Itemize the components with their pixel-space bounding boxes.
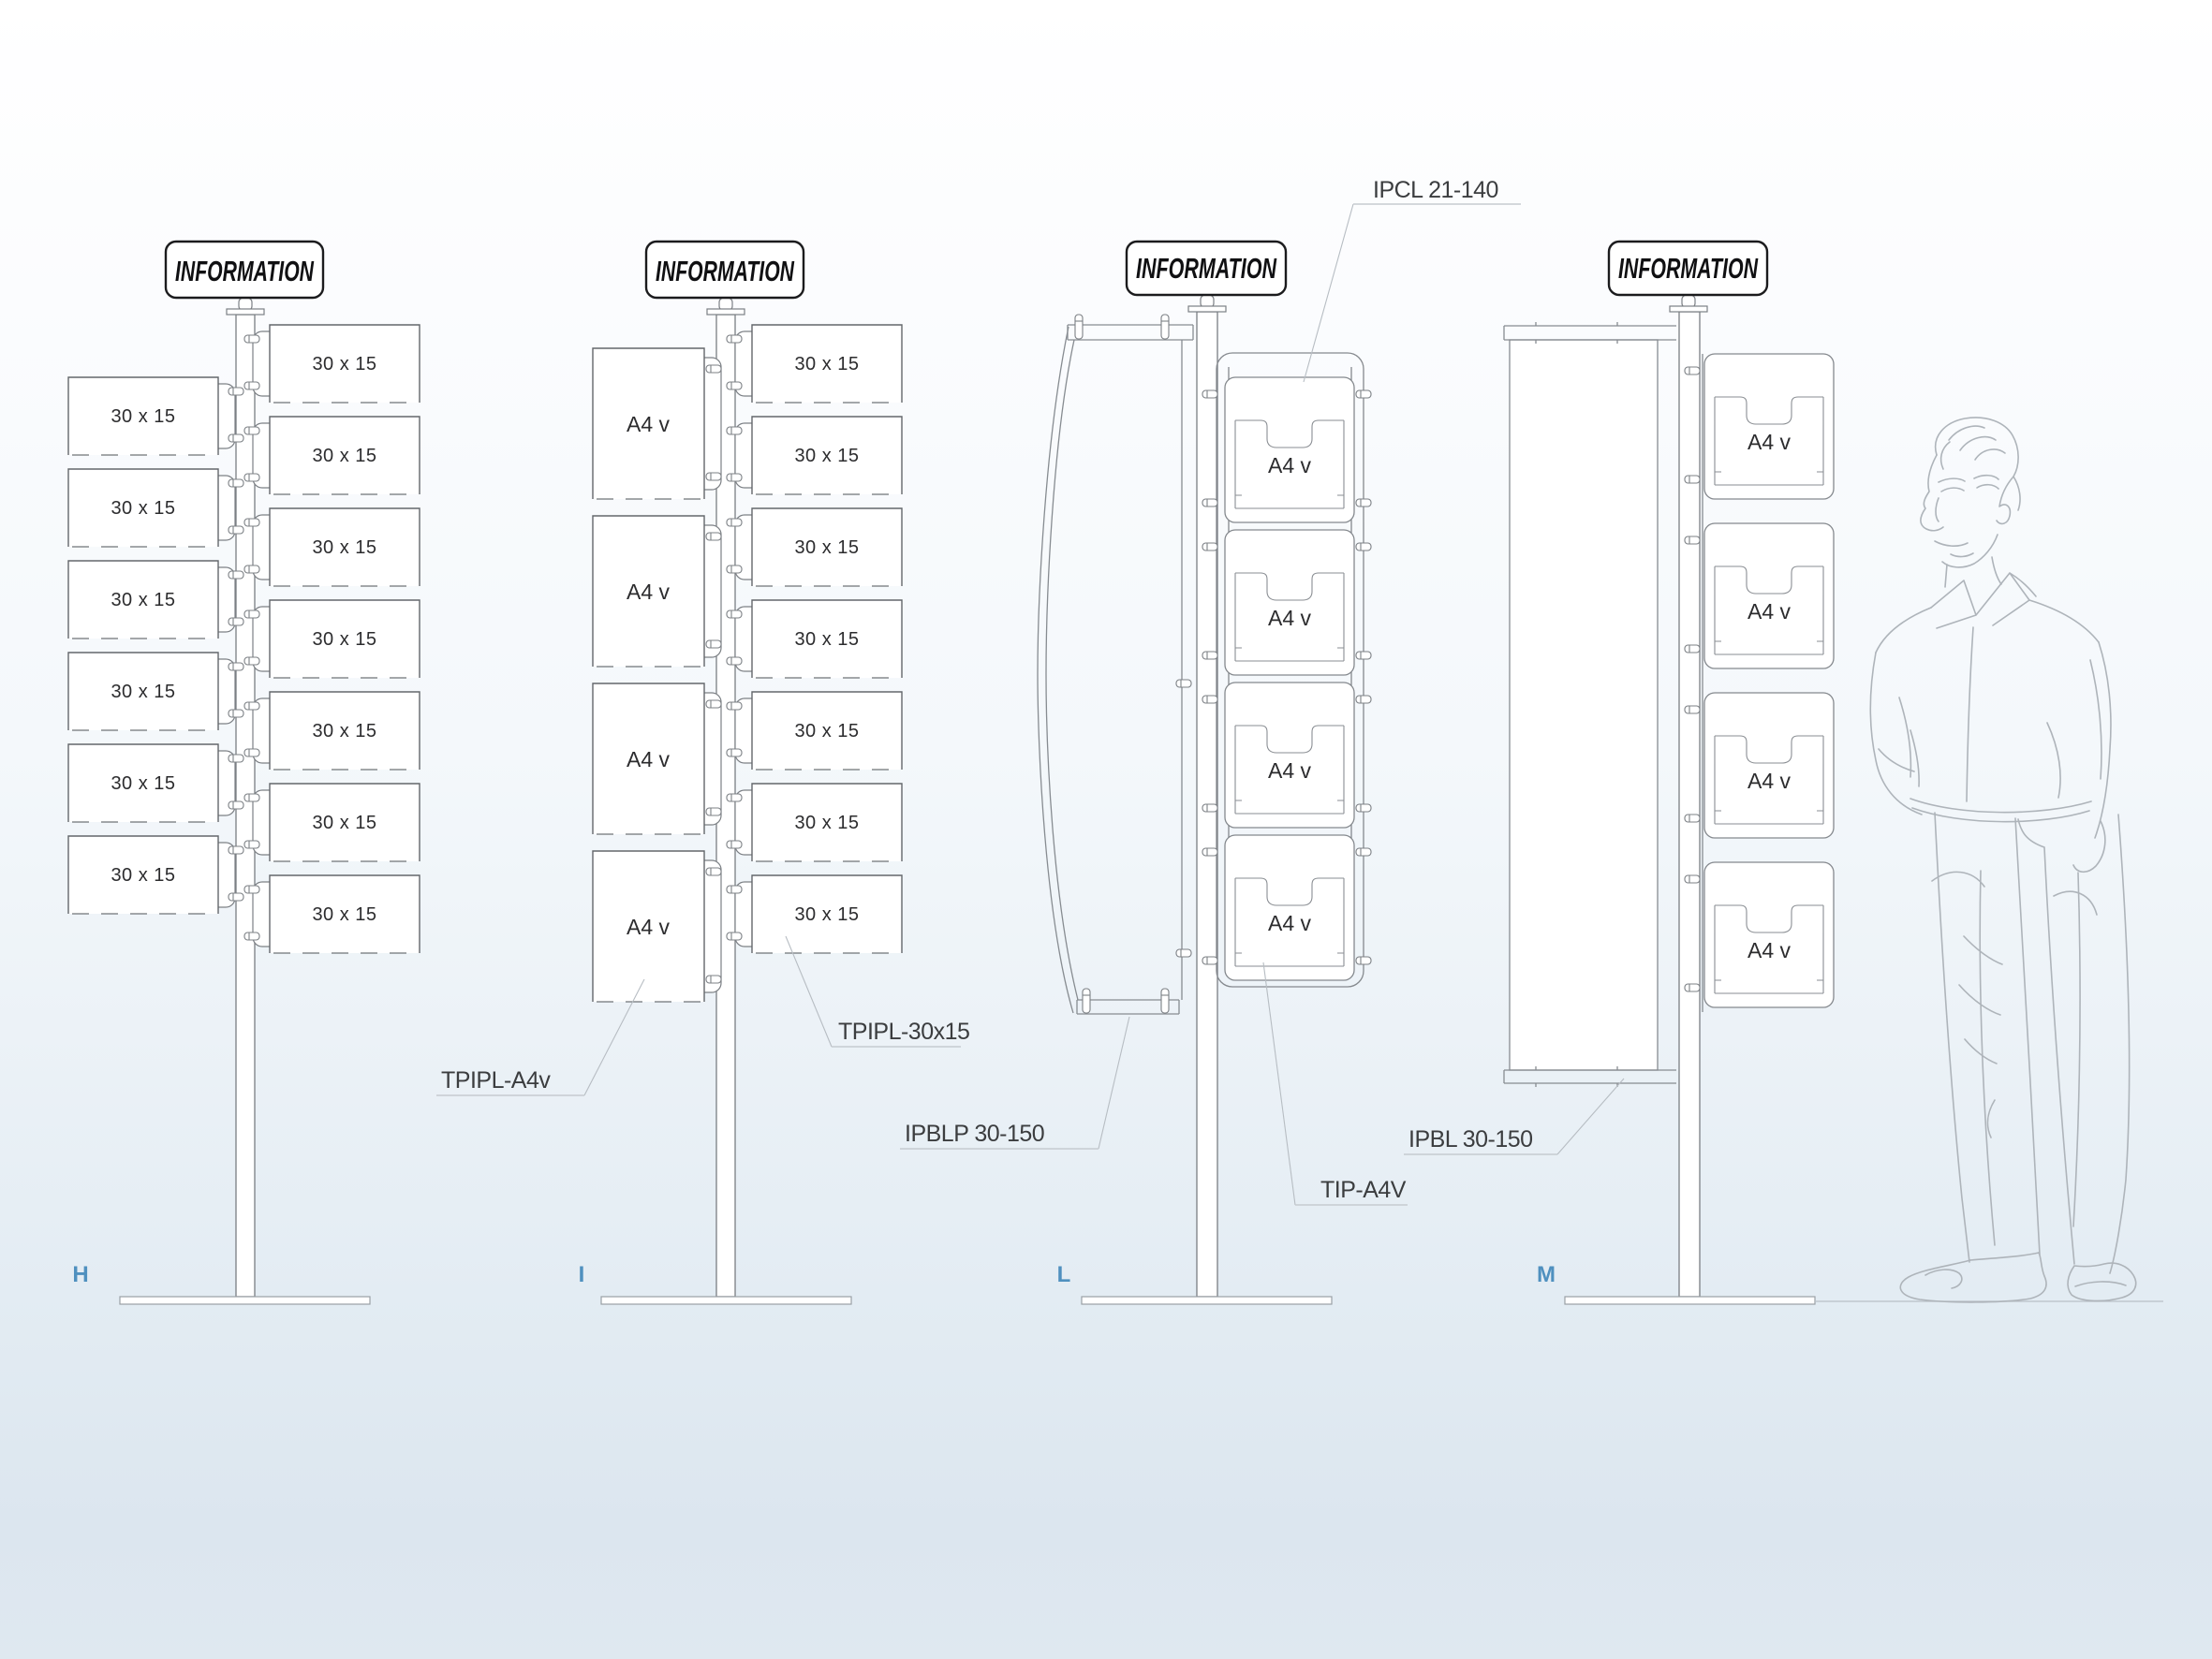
annotation-tpipl-a4v: TPIPL-A4v <box>436 978 645 1096</box>
plate-size-label: 30 x 15 <box>312 813 376 833</box>
plate-size-label: 30 x 15 <box>794 354 859 374</box>
annotation-ipblp-30-150: IPBLP 30-150 <box>900 1016 1130 1150</box>
plate-size-label: 30 x 15 <box>794 813 859 833</box>
a4-size-label: A4 v <box>1268 453 1312 477</box>
a4-pocket <box>1703 692 1835 839</box>
info-sign: INFORMATION <box>1607 240 1769 297</box>
info-sign: INFORMATION <box>1125 240 1288 297</box>
annotation-tip-a4v: TIP-A4V <box>1262 962 1408 1206</box>
plate-size-label: 30 x 15 <box>312 354 376 374</box>
a4-size-label: A4 v <box>627 580 671 604</box>
pole <box>1678 311 1701 1298</box>
annotation-tpipl-30x15: TPIPL-30x15 <box>785 935 970 1048</box>
a4-size-label: A4 v <box>1747 430 1792 454</box>
left-a4-column: A4 v A4 v A4 v A4 v <box>593 348 721 1002</box>
left-plate-column: 30 x 15 30 x 15 30 x 15 30 x 15 30 x 15 … <box>68 377 243 914</box>
plate-size-label: 30 x 15 <box>794 904 859 925</box>
a4-size-label: A4 v <box>1268 911 1312 935</box>
right-plate-column: 30 x 15 30 x 15 30 x 15 30 x 15 30 x 15 … <box>244 325 420 953</box>
a4-pocket <box>1703 353 1835 500</box>
info-sign-label: INFORMATION <box>1618 252 1758 285</box>
stand-h: INFORMATION 30 x 15 30 x 15 30 x 15 30 x… <box>68 240 420 1305</box>
a4-size-label: A4 v <box>1747 769 1792 793</box>
a4-size-label: A4 v <box>1747 599 1792 624</box>
base-plate <box>1081 1296 1333 1305</box>
sign-mount <box>226 297 265 316</box>
right-plate-column: 30 x 15 30 x 15 30 x 15 30 x 15 30 x 15 … <box>727 325 902 953</box>
annotation-label: TPIPL-30x15 <box>838 1019 969 1045</box>
annotation-label: IPBLP 30-150 <box>905 1121 1044 1147</box>
curved-poster-panel <box>1037 314 1194 1015</box>
annotation-label: IPBL 30-150 <box>1408 1126 1533 1152</box>
plate-size-label: 30 x 15 <box>111 498 175 519</box>
annotation-ipbl-30-150: IPBL 30-150 <box>1404 1078 1625 1155</box>
a4-holder-rail: A4 v A4 v A4 v A4 v <box>1202 352 1372 988</box>
stand-l: INFORMATION A4 v <box>1037 240 1372 1305</box>
a4-pocket <box>1703 522 1835 669</box>
annotation-ipcl-21-140: IPCL 21-140 <box>1303 177 1521 383</box>
a4-size-label: A4 v <box>1747 938 1792 962</box>
sign-mount <box>1669 294 1708 313</box>
a4-size-label: A4 v <box>1268 606 1312 630</box>
a4-size-label: A4 v <box>627 915 671 939</box>
stand-m: INFORMATION A4 v A4 v A4 v A4 v <box>1503 240 2163 1305</box>
info-sign: INFORMATION <box>644 240 805 300</box>
info-sign: INFORMATION <box>164 240 325 300</box>
a4-size-label: A4 v <box>627 747 671 771</box>
a4-pocket <box>1224 682 1355 829</box>
a4-size-label: A4 v <box>1268 758 1312 783</box>
a4-pocket <box>1224 834 1355 981</box>
sign-mount <box>706 297 745 316</box>
variant-letter-l: L <box>1057 1262 1071 1287</box>
plate-size-label: 30 x 15 <box>111 590 175 610</box>
a4-pocket <box>1224 376 1355 523</box>
variant-letter-h: H <box>72 1262 88 1287</box>
sign-mount <box>1187 294 1227 313</box>
info-sign-label: INFORMATION <box>175 255 314 287</box>
a4-holder-column: A4 v A4 v A4 v A4 v <box>1684 353 1835 1012</box>
plate-size-label: 30 x 15 <box>312 537 376 558</box>
plate-size-label: 30 x 15 <box>312 446 376 466</box>
plate-size-label: 30 x 15 <box>794 537 859 558</box>
plate-size-label: 30 x 15 <box>111 773 175 794</box>
a4-pocket <box>1703 861 1835 1008</box>
flat-poster-panel <box>1503 322 1676 1087</box>
base-plate <box>119 1296 371 1305</box>
person-outline <box>1869 417 2137 1303</box>
annotation-label: IPCL 21-140 <box>1373 177 1498 203</box>
stand-i: INFORMATION A4 v A4 v A4 v A4 v 30 x 15 … <box>593 240 902 1305</box>
a4-pocket <box>1224 529 1355 676</box>
plate-size-label: 30 x 15 <box>312 904 376 925</box>
annotations: IPCL 21-140 TPIPL-A4v TPIPL-30x15 IPBLP … <box>436 177 1625 1206</box>
variant-letter-m: M <box>1537 1262 1556 1287</box>
plate-size-label: 30 x 15 <box>111 865 175 886</box>
plate-size-label: 30 x 15 <box>312 721 376 741</box>
plate-size-label: 30 x 15 <box>794 446 859 466</box>
base-plate <box>1564 1296 1816 1305</box>
variant-letter-i: I <box>579 1262 585 1287</box>
annotation-label: TIP-A4V <box>1320 1177 1407 1203</box>
plate-size-label: 30 x 15 <box>312 629 376 650</box>
base-plate <box>600 1296 852 1305</box>
variant-letters: H I L M <box>72 1262 1556 1287</box>
plate-size-label: 30 x 15 <box>794 629 859 650</box>
info-sign-label: INFORMATION <box>1136 252 1276 285</box>
plate-size-label: 30 x 15 <box>111 406 175 427</box>
plate-size-label: 30 x 15 <box>111 682 175 702</box>
info-sign-label: INFORMATION <box>656 255 794 287</box>
a4-size-label: A4 v <box>627 412 671 436</box>
annotation-label: TPIPL-A4v <box>441 1067 551 1094</box>
plate-size-label: 30 x 15 <box>794 721 859 741</box>
